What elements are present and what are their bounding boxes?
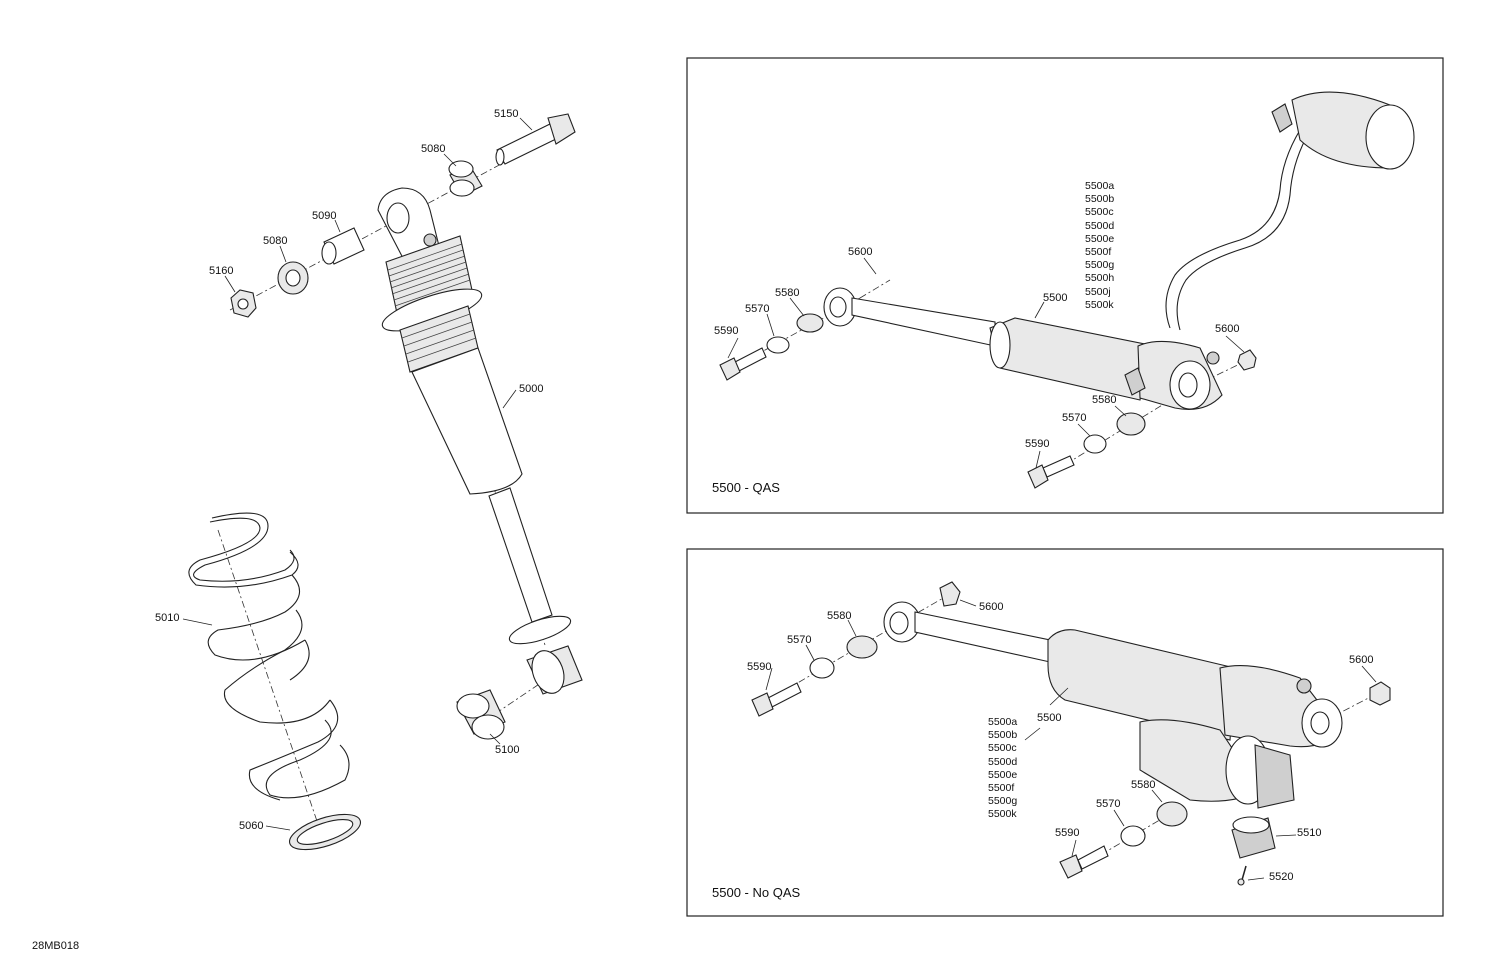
variant-label: 5500c <box>1085 206 1114 219</box>
variant-label: 5500e <box>988 768 1018 781</box>
main-shock-drawing <box>182 113 583 851</box>
variant-label: 5500h <box>1085 272 1115 285</box>
callout-5010: 5010 <box>155 612 180 624</box>
panel-qas-variant-list: 5500a 5500b 5500c 5500d 5500e 5500f 5500… <box>1085 180 1114 312</box>
drawing-id: 28MB018 <box>32 940 80 952</box>
callout-5150: 5150 <box>494 108 519 120</box>
callout-5580-noqas-left: 5580 <box>827 610 852 622</box>
callout-5160: 5160 <box>209 265 234 277</box>
callout-5510: 5510 <box>1297 827 1322 839</box>
variant-label: 5500b <box>988 729 1018 742</box>
variant-label: 5500d <box>988 755 1018 768</box>
callout-5500-qas: 5500 <box>1043 292 1068 304</box>
variant-label: 5500f <box>1085 245 1112 258</box>
callout-5520: 5520 <box>1269 871 1294 883</box>
bushing-5080-top-shape <box>448 160 483 197</box>
ring-5060-shape <box>288 813 362 851</box>
callout-5600-qas-right: 5600 <box>1215 323 1240 335</box>
panel-noqas-caption: 5500 - No QAS <box>712 885 801 900</box>
callout-5600-noqas-top: 5600 <box>979 601 1004 613</box>
variant-label: 5500g <box>1085 259 1115 272</box>
callout-5580-qas-left: 5580 <box>775 287 800 299</box>
callout-5570-noqas-left: 5570 <box>787 634 812 646</box>
noqas-shock-drawing <box>751 581 1391 886</box>
qas-shock-drawing <box>719 91 1415 489</box>
bolt-5150-shape <box>495 113 576 166</box>
nut-5160-shape <box>230 289 257 318</box>
variant-label: 5500d <box>1085 219 1115 232</box>
bushing-5100-shape <box>456 689 506 740</box>
variant-label: 5500k <box>1085 298 1114 311</box>
variant-label: 5500a <box>1085 180 1115 192</box>
variant-label: 5500f <box>988 781 1015 794</box>
bushing-5080-left-shape <box>277 261 309 295</box>
callout-5590-noqas-left: 5590 <box>747 661 772 673</box>
callout-5570-qas-right: 5570 <box>1062 412 1087 424</box>
callout-5570-noqas-right: 5570 <box>1096 798 1121 810</box>
panel-noqas-variant-list: 5500a 5500b 5500c 5500d 5500e 5500f 5500… <box>988 716 1017 822</box>
callout-5590-noqas-right: 5590 <box>1055 827 1080 839</box>
shock-5000-shape <box>377 187 583 695</box>
spring-5010-shape <box>188 512 350 801</box>
callout-5580-noqas-right: 5580 <box>1131 779 1156 791</box>
callout-5600-qas-left: 5600 <box>848 246 873 258</box>
callout-5060: 5060 <box>239 820 264 832</box>
callout-5090: 5090 <box>312 210 337 222</box>
callout-5590-qas-right: 5590 <box>1025 438 1050 450</box>
callout-5080-left: 5080 <box>263 235 288 247</box>
panel-qas-caption: 5500 - QAS <box>712 480 780 495</box>
callout-5570-qas-left: 5570 <box>745 303 770 315</box>
callout-5080-top: 5080 <box>421 143 446 155</box>
variant-label: 5500a <box>988 716 1018 728</box>
callout-5590-qas-left: 5590 <box>714 325 739 337</box>
sleeve-5090-shape <box>321 227 365 265</box>
variant-label: 5500j <box>1085 285 1111 298</box>
variant-label: 5500g <box>988 795 1018 808</box>
callout-5000: 5000 <box>519 383 544 395</box>
variant-label: 5500c <box>988 742 1017 755</box>
callout-5600-noqas-right: 5600 <box>1349 654 1374 666</box>
panel-noqas-frame <box>686 548 1444 917</box>
variant-label: 5500k <box>988 808 1017 821</box>
variant-label: 5500e <box>1085 232 1115 245</box>
callout-5100: 5100 <box>495 744 520 756</box>
callout-5500-noqas: 5500 <box>1037 712 1062 724</box>
variant-label: 5500b <box>1085 193 1115 206</box>
panel-qas-frame <box>686 57 1444 514</box>
callout-5580-qas-right: 5580 <box>1092 394 1117 406</box>
